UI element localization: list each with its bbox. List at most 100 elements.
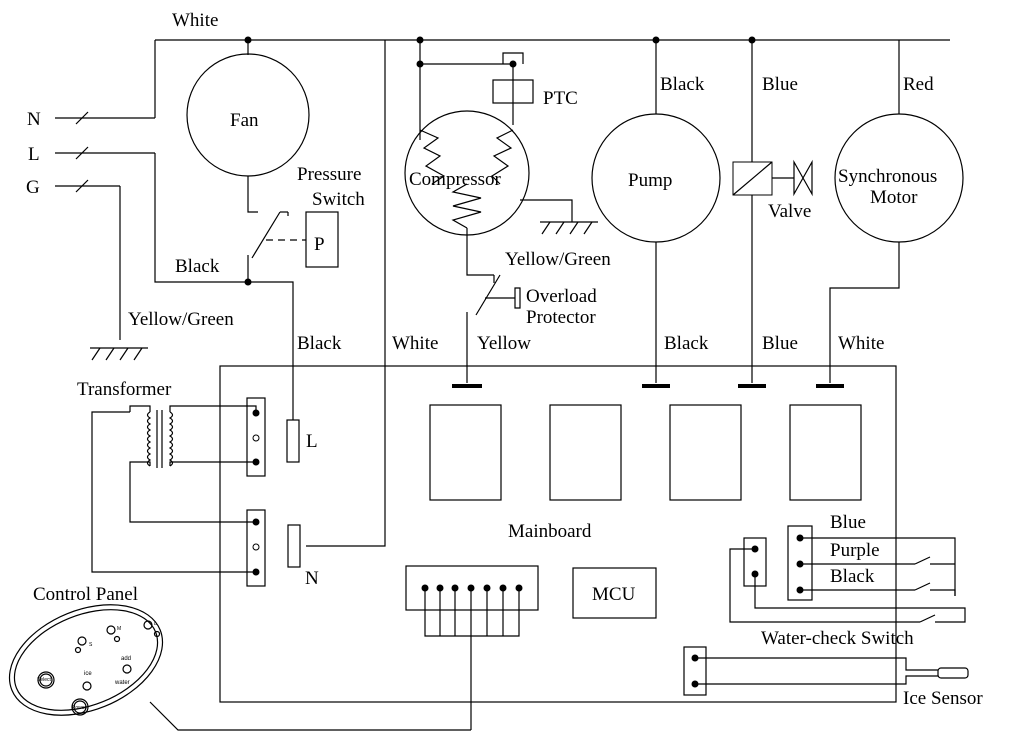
motor-label-2: Motor — [870, 187, 918, 208]
water-check-switch-wiring — [729, 537, 966, 623]
pressure-switch-label-1: Pressure — [297, 164, 361, 185]
button-add-water — [122, 664, 132, 674]
mainboard-outline — [219, 365, 897, 703]
pressure-switch-label-2: Switch — [312, 189, 365, 210]
valve-body — [793, 159, 813, 197]
ground-symbol-mains — [90, 347, 148, 361]
wire-label-blue-valve-top: Blue — [762, 74, 798, 95]
button-power-inner — [73, 700, 87, 714]
mains-wiring — [55, 39, 950, 340]
ptc-resistor — [492, 79, 534, 104]
panel-indicator-icons — [74, 630, 161, 654]
transformer-label: Transformer — [77, 379, 172, 400]
switch-wire-label-blue: Blue — [830, 512, 866, 533]
fan-label: Fan — [230, 110, 259, 131]
l-connector-block — [246, 397, 266, 477]
cup-icon — [113, 635, 121, 643]
ice-sensor-probe — [937, 667, 969, 679]
wire-label-black-pump-top: Black — [660, 74, 705, 95]
button-ice — [82, 681, 92, 691]
compressor-ground-wire — [520, 199, 573, 222]
terminal-l: L — [28, 144, 40, 165]
cup-icon — [74, 646, 82, 654]
valve-label: Valve — [768, 201, 811, 222]
ptc-loop — [502, 52, 524, 64]
wire-label-blue-valve-bottom: Blue — [762, 333, 798, 354]
relay-3 — [669, 404, 742, 501]
valve-solenoid-diagonal — [732, 161, 773, 196]
wire-label-black-fan: Black — [175, 256, 220, 277]
button-power — [71, 698, 89, 716]
ice-sensor-connector — [683, 646, 707, 696]
relay-1 — [429, 404, 502, 501]
terminal-symbols — [75, 111, 89, 193]
junction-dots — [244, 36, 756, 68]
terminal-g: G — [26, 177, 40, 198]
wire-black-l — [248, 281, 294, 420]
panel-buttons — [37, 620, 153, 716]
panel-label-select: Select — [37, 677, 52, 683]
wire-label-yellow-green-ground: Yellow/Green — [128, 309, 234, 330]
mcu-chip — [572, 567, 657, 619]
display-connector — [405, 565, 539, 611]
ptc-wire — [420, 63, 514, 125]
cup-icon — [153, 630, 161, 638]
ice-sensor-label: Ice Sensor — [903, 688, 983, 709]
ptc-label: PTC — [543, 88, 578, 109]
wire-label-black-pump-bottom: Black — [664, 333, 709, 354]
transformer — [91, 405, 257, 573]
switch-wire-label-purple: Purple — [830, 540, 880, 561]
panel-label-add: add — [121, 656, 131, 662]
wire-label-red-motor: Red — [903, 74, 934, 95]
display-connector-pins — [421, 584, 523, 730]
overload-protector-switch — [466, 228, 521, 383]
pressure-switch-contact — [247, 176, 306, 282]
panel-label-water: water — [114, 680, 130, 686]
ice-sensor-wiring — [695, 657, 938, 685]
n-terminal-block — [287, 524, 301, 568]
motor-label-1: Synchronous — [838, 166, 937, 187]
control-panel-cable — [149, 701, 471, 731]
l-terminal-label: L — [306, 431, 318, 452]
wire-label-yellow-green-comp: Yellow/Green — [505, 249, 611, 270]
relay-4 — [789, 404, 862, 501]
terminal-n: N — [27, 109, 41, 130]
wire-label-top-white: White — [172, 10, 218, 31]
button-l — [143, 620, 153, 630]
panel-label-s: S — [89, 642, 93, 648]
pressure-sensor-label: P — [314, 234, 325, 255]
water-check-switch-label: Water-check Switch — [761, 628, 914, 649]
button-select-inner — [39, 673, 53, 687]
panel-label-ice: ice — [84, 671, 92, 677]
compressor-windings — [419, 129, 514, 229]
button-select — [37, 671, 55, 689]
l-terminal-block — [286, 419, 300, 463]
ground-symbol-compressor — [540, 221, 598, 235]
button-s — [77, 636, 87, 646]
wire-label-white-motor: White — [838, 333, 884, 354]
control-panel-label: Control Panel — [33, 584, 138, 605]
pressure-sensor-box — [305, 211, 339, 268]
mainboard-label: Mainboard — [508, 521, 592, 542]
panel-label-power: Power — [72, 705, 87, 711]
wire-white-n — [306, 40, 386, 547]
mcu-label: MCU — [592, 584, 636, 605]
overload-label-2: Protector — [526, 307, 596, 328]
wire-label-black-l: Black — [297, 333, 342, 354]
n-connector-block — [246, 509, 266, 587]
control-panel — [8, 604, 164, 716]
wire-label-white-n: White — [392, 333, 438, 354]
connector-pin — [252, 434, 260, 442]
compressor-label: Compressor — [409, 169, 502, 190]
overload-label-1: Overload — [526, 286, 597, 307]
n-terminal-label: N — [305, 568, 319, 589]
button-m — [106, 625, 116, 635]
connector-pin — [252, 543, 260, 551]
wire-label-yellow: Yellow — [477, 333, 531, 354]
water-check-connector-right — [787, 525, 813, 601]
switch-wire-label-black: Black — [830, 566, 875, 587]
wire-white-motor — [829, 242, 900, 383]
pump-label: Pump — [628, 170, 672, 191]
panel-label-m: M — [117, 626, 121, 632]
